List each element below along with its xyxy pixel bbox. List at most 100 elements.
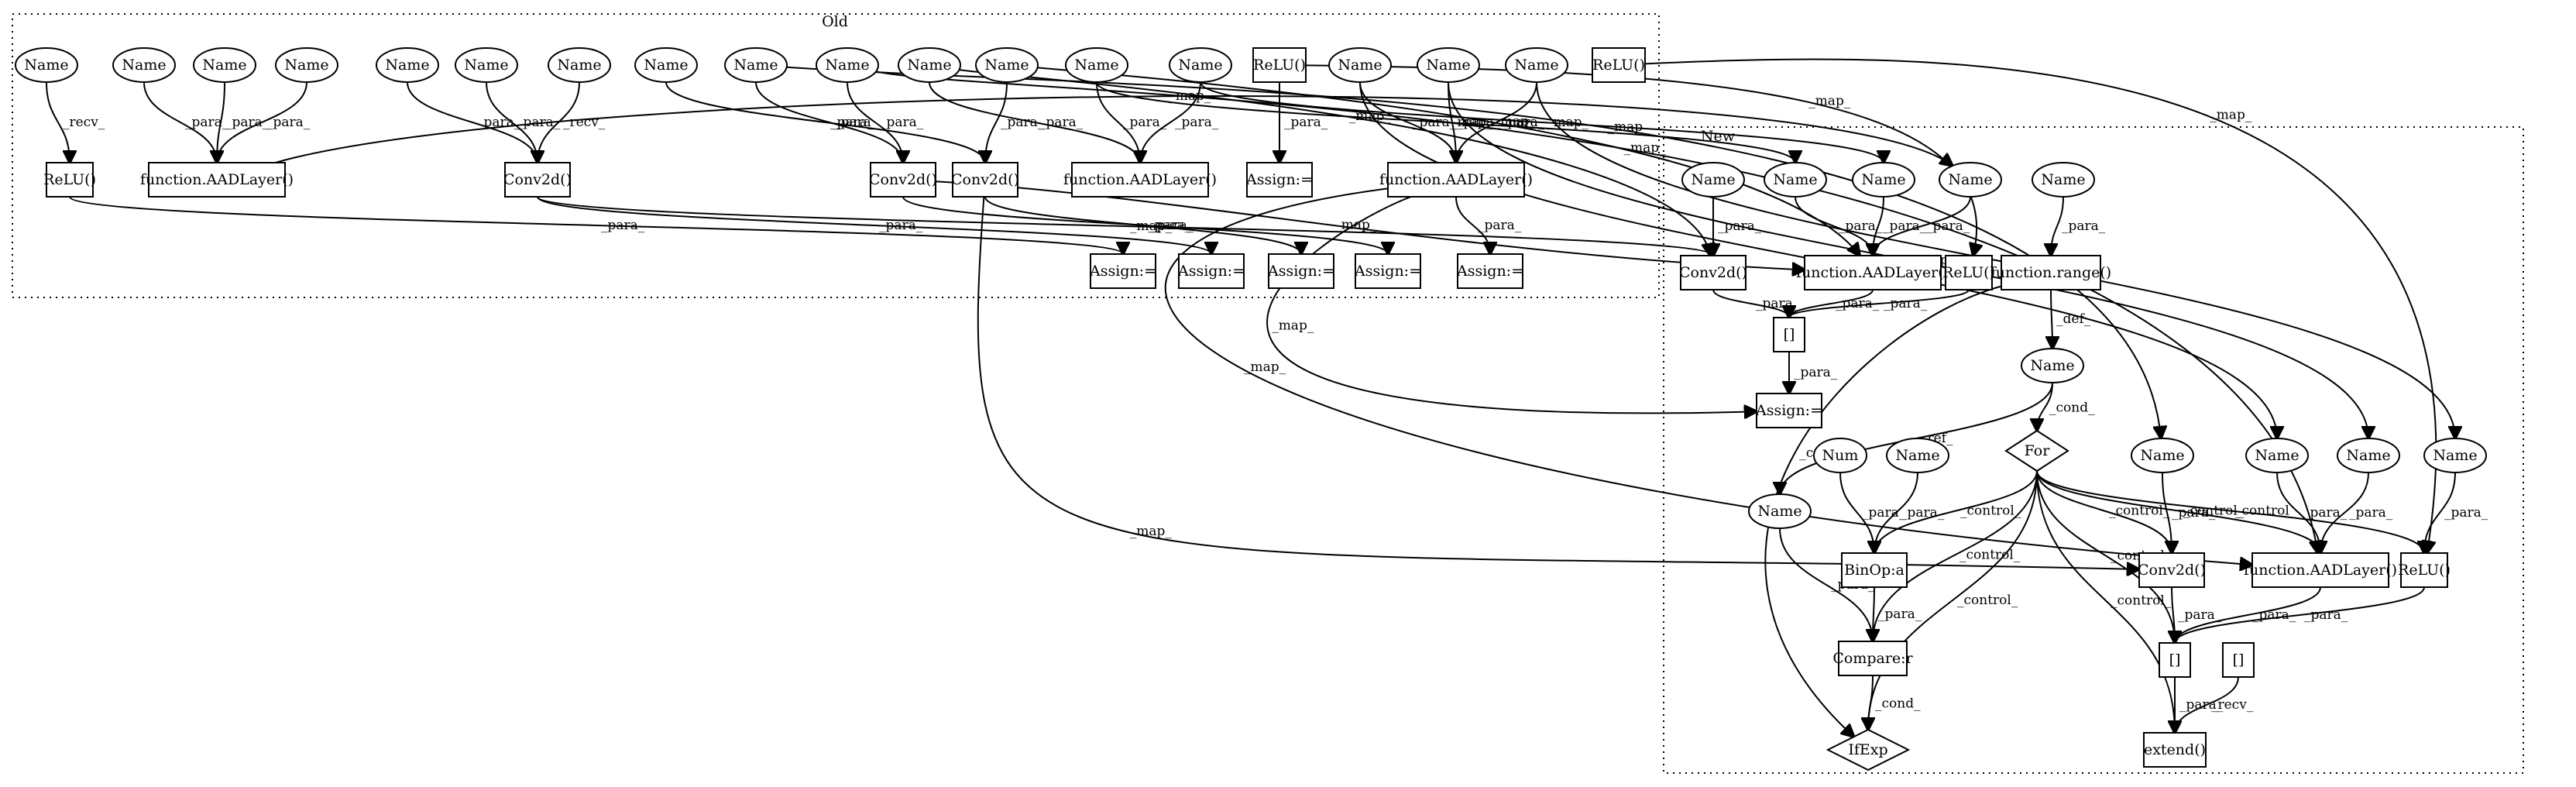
- node-nAssign: Assign:=: [1755, 393, 1822, 428]
- node-box: [1090, 253, 1156, 289]
- node-label: Name: [1178, 57, 1222, 74]
- node-ellipse: [2423, 438, 2487, 473]
- node-label: Name: [644, 57, 688, 74]
- edge-label: _para_: [1883, 218, 1927, 234]
- node-o4: Name: [275, 47, 338, 83]
- node-label: Name: [1426, 57, 1470, 74]
- edge-nRange-to-nIfExp: [1764, 285, 2002, 737]
- edge-label: _map_: [1244, 359, 1286, 375]
- node-ellipse: [1169, 47, 1232, 83]
- node-nNum: Num: [1813, 438, 1867, 473]
- node-label: function.range(): [1990, 264, 2111, 281]
- node-label: function.AADLayer(): [1063, 171, 1217, 188]
- edge-label: _cond_: [1875, 696, 1921, 712]
- edge-o11-to-oAad2: [929, 81, 1140, 163]
- node-label: Name: [2346, 447, 2390, 464]
- node-o5: Name: [376, 47, 439, 83]
- node-oRelu1: ReLU(): [43, 162, 96, 198]
- node-oRelu3: ReLU(): [1592, 47, 1646, 83]
- node-ellipse: [2131, 438, 2194, 473]
- node-label: Conv2d(): [1679, 264, 1747, 281]
- node-box: [148, 162, 286, 198]
- node-label: Name: [2255, 447, 2299, 464]
- node-label: Name: [1948, 171, 1992, 188]
- edge-o8-to-oConv2: [665, 81, 985, 163]
- edge-label: _recv_: [2211, 697, 2254, 713]
- edge-oConv3-to-nAad1: [935, 180, 1805, 270]
- edge-nCompare-to-nIfExp: [1868, 675, 1873, 730]
- edge-label: _para_: [1718, 218, 1762, 234]
- node-label: Conv2d(): [951, 171, 1019, 188]
- edge-label: _cond_: [2049, 400, 2095, 416]
- edge-oAad1-to-nName4: [275, 95, 1953, 166]
- node-box: [1387, 162, 1525, 198]
- node-nFor: For: [2004, 429, 2069, 473]
- node-nName5: Name: [2032, 162, 2095, 198]
- node-box: [2138, 552, 2205, 588]
- edge-label: _para_: [880, 115, 924, 130]
- node-label: Name: [2041, 171, 2085, 188]
- node-o6: Name: [455, 47, 518, 83]
- edge-label: _control_: [1957, 593, 2018, 608]
- node-oAad2: function.AADLayer(): [1063, 162, 1217, 198]
- edge-o17-to-oAad3: [1456, 81, 1537, 163]
- node-label: ReLU(): [1592, 57, 1645, 74]
- node-o3: Name: [193, 47, 256, 83]
- edge-label: _para_: [1457, 115, 1501, 130]
- edge-o4-to-oAad1: [217, 81, 307, 163]
- edge-oConv2-to-nConv2: [977, 196, 2139, 569]
- node-label: IfExp: [1848, 741, 1887, 758]
- node-ellipse: [816, 47, 879, 83]
- node-label: Name: [1074, 57, 1118, 74]
- node-oAssign6: Assign:=: [1456, 253, 1523, 289]
- node-label: Name: [1861, 171, 1905, 188]
- edge-nNameRef-to-nCompare: [1779, 528, 1873, 641]
- edge-oConv1-to-nConv1: [537, 196, 1713, 256]
- node-nRelu1: ReLU(): [1942, 255, 1995, 290]
- edge-label: _para_: [517, 115, 561, 130]
- node-ellipse: [2021, 348, 2084, 383]
- node-nName2: Name: [1764, 162, 1827, 198]
- edge-label: _para_: [1756, 296, 1800, 311]
- edge-nName5-to-nRange: [2051, 196, 2064, 256]
- node-oAssign1: Assign:=: [1245, 162, 1313, 198]
- edge-nFor-to-nRelu2: [2036, 470, 2424, 553]
- edge-nName10-to-nRelu2: [2424, 472, 2456, 553]
- node-box: [870, 162, 936, 198]
- edge-label: _para_: [1148, 218, 1192, 233]
- node-label: extend(): [2144, 741, 2206, 758]
- edge-o6-to-oConv1: [486, 81, 538, 163]
- cluster-old-label: Old: [822, 13, 848, 30]
- edge-nNameDef-to-nFor: [2037, 382, 2053, 431]
- edge-nRelu2-to-nList2: [2175, 586, 2425, 643]
- node-nName10: Name: [2423, 438, 2487, 473]
- node-box: [1268, 253, 1334, 289]
- node-box: [952, 162, 1018, 198]
- node-nList2: []: [2159, 642, 2191, 678]
- node-box: [1680, 255, 1747, 290]
- node-nName1: Name: [1681, 162, 1745, 198]
- node-label: Name: [557, 57, 601, 74]
- edge-label: _para_: [2062, 218, 2106, 234]
- node-nAad2: function.AADLayer(): [2244, 552, 2397, 588]
- node-o16: Name: [1417, 47, 1480, 83]
- edge-label: _recv_: [563, 115, 606, 130]
- edge-nName4-to-nAad1: [1873, 196, 1971, 256]
- node-ellipse: [15, 47, 78, 83]
- node-oAssign4: Assign:=: [1267, 253, 1334, 289]
- node-label: function.AADLayer(): [140, 171, 294, 188]
- edges-layer: [46, 58, 2456, 737]
- node-o14: Name: [1169, 47, 1232, 83]
- node-label: BinOp:a: [1844, 562, 1905, 579]
- edge-label: _recv_: [63, 115, 105, 130]
- edge-o12-to-nAad1: [1037, 67, 1860, 256]
- node-ellipse: [2032, 162, 2095, 198]
- cluster-old: [12, 13, 1660, 298]
- edge-o1-to-oRelu1: [46, 81, 70, 163]
- edge-o2-to-oAad1: [143, 81, 217, 163]
- edge-label: _para_: [1901, 505, 1945, 521]
- node-box: [1945, 255, 1993, 290]
- node-box: [2222, 642, 2255, 678]
- edge-label: _para_: [1501, 115, 1545, 130]
- edge-oConv1-to-oAssign3: [537, 196, 1211, 254]
